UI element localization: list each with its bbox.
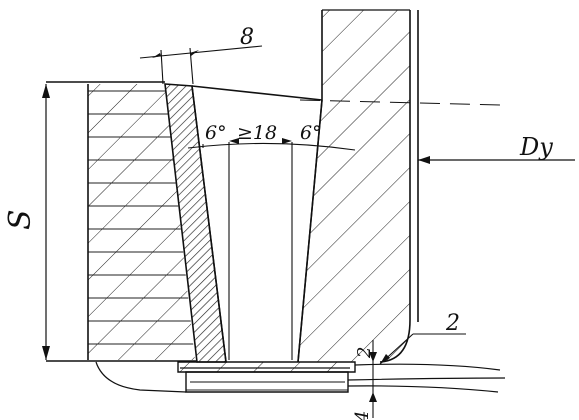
- shim-thickness-label: 8: [240, 25, 254, 50]
- lower-curves: [95, 361, 506, 393]
- backing-strip: [177, 361, 356, 393]
- dash-line: [299, 99, 501, 106]
- backing-thickness-dimension: 4: [352, 374, 377, 420]
- angle-dimensions: 6° ≥18 6°: [187, 122, 356, 360]
- bevel-angle-left-label: 6°: [205, 122, 227, 144]
- backing-gap-dimension: 2: [379, 311, 466, 365]
- left-plate: [46, 81, 196, 362]
- backing-thickness-label: 4: [352, 411, 373, 420]
- plate-thickness-dimension: S: [3, 84, 50, 360]
- plate-thickness-label: S: [3, 209, 38, 230]
- root-gap-label: ≥18: [237, 122, 277, 144]
- backing-step-dimension: 2: [354, 340, 377, 374]
- bevel-angle-right-label: 6°: [300, 122, 322, 144]
- groove-top-contour: [191, 85, 323, 101]
- shim-dimension: 8: [139, 25, 263, 85]
- nominal-diameter-label: Dy: [519, 133, 553, 161]
- diameter-dimension: Dy: [418, 133, 575, 164]
- backing-gap-label: 2: [445, 311, 460, 336]
- right-pipe-wall: [297, 9, 419, 363]
- groove-faces: [191, 85, 323, 363]
- backing-step-label: 2: [354, 347, 375, 359]
